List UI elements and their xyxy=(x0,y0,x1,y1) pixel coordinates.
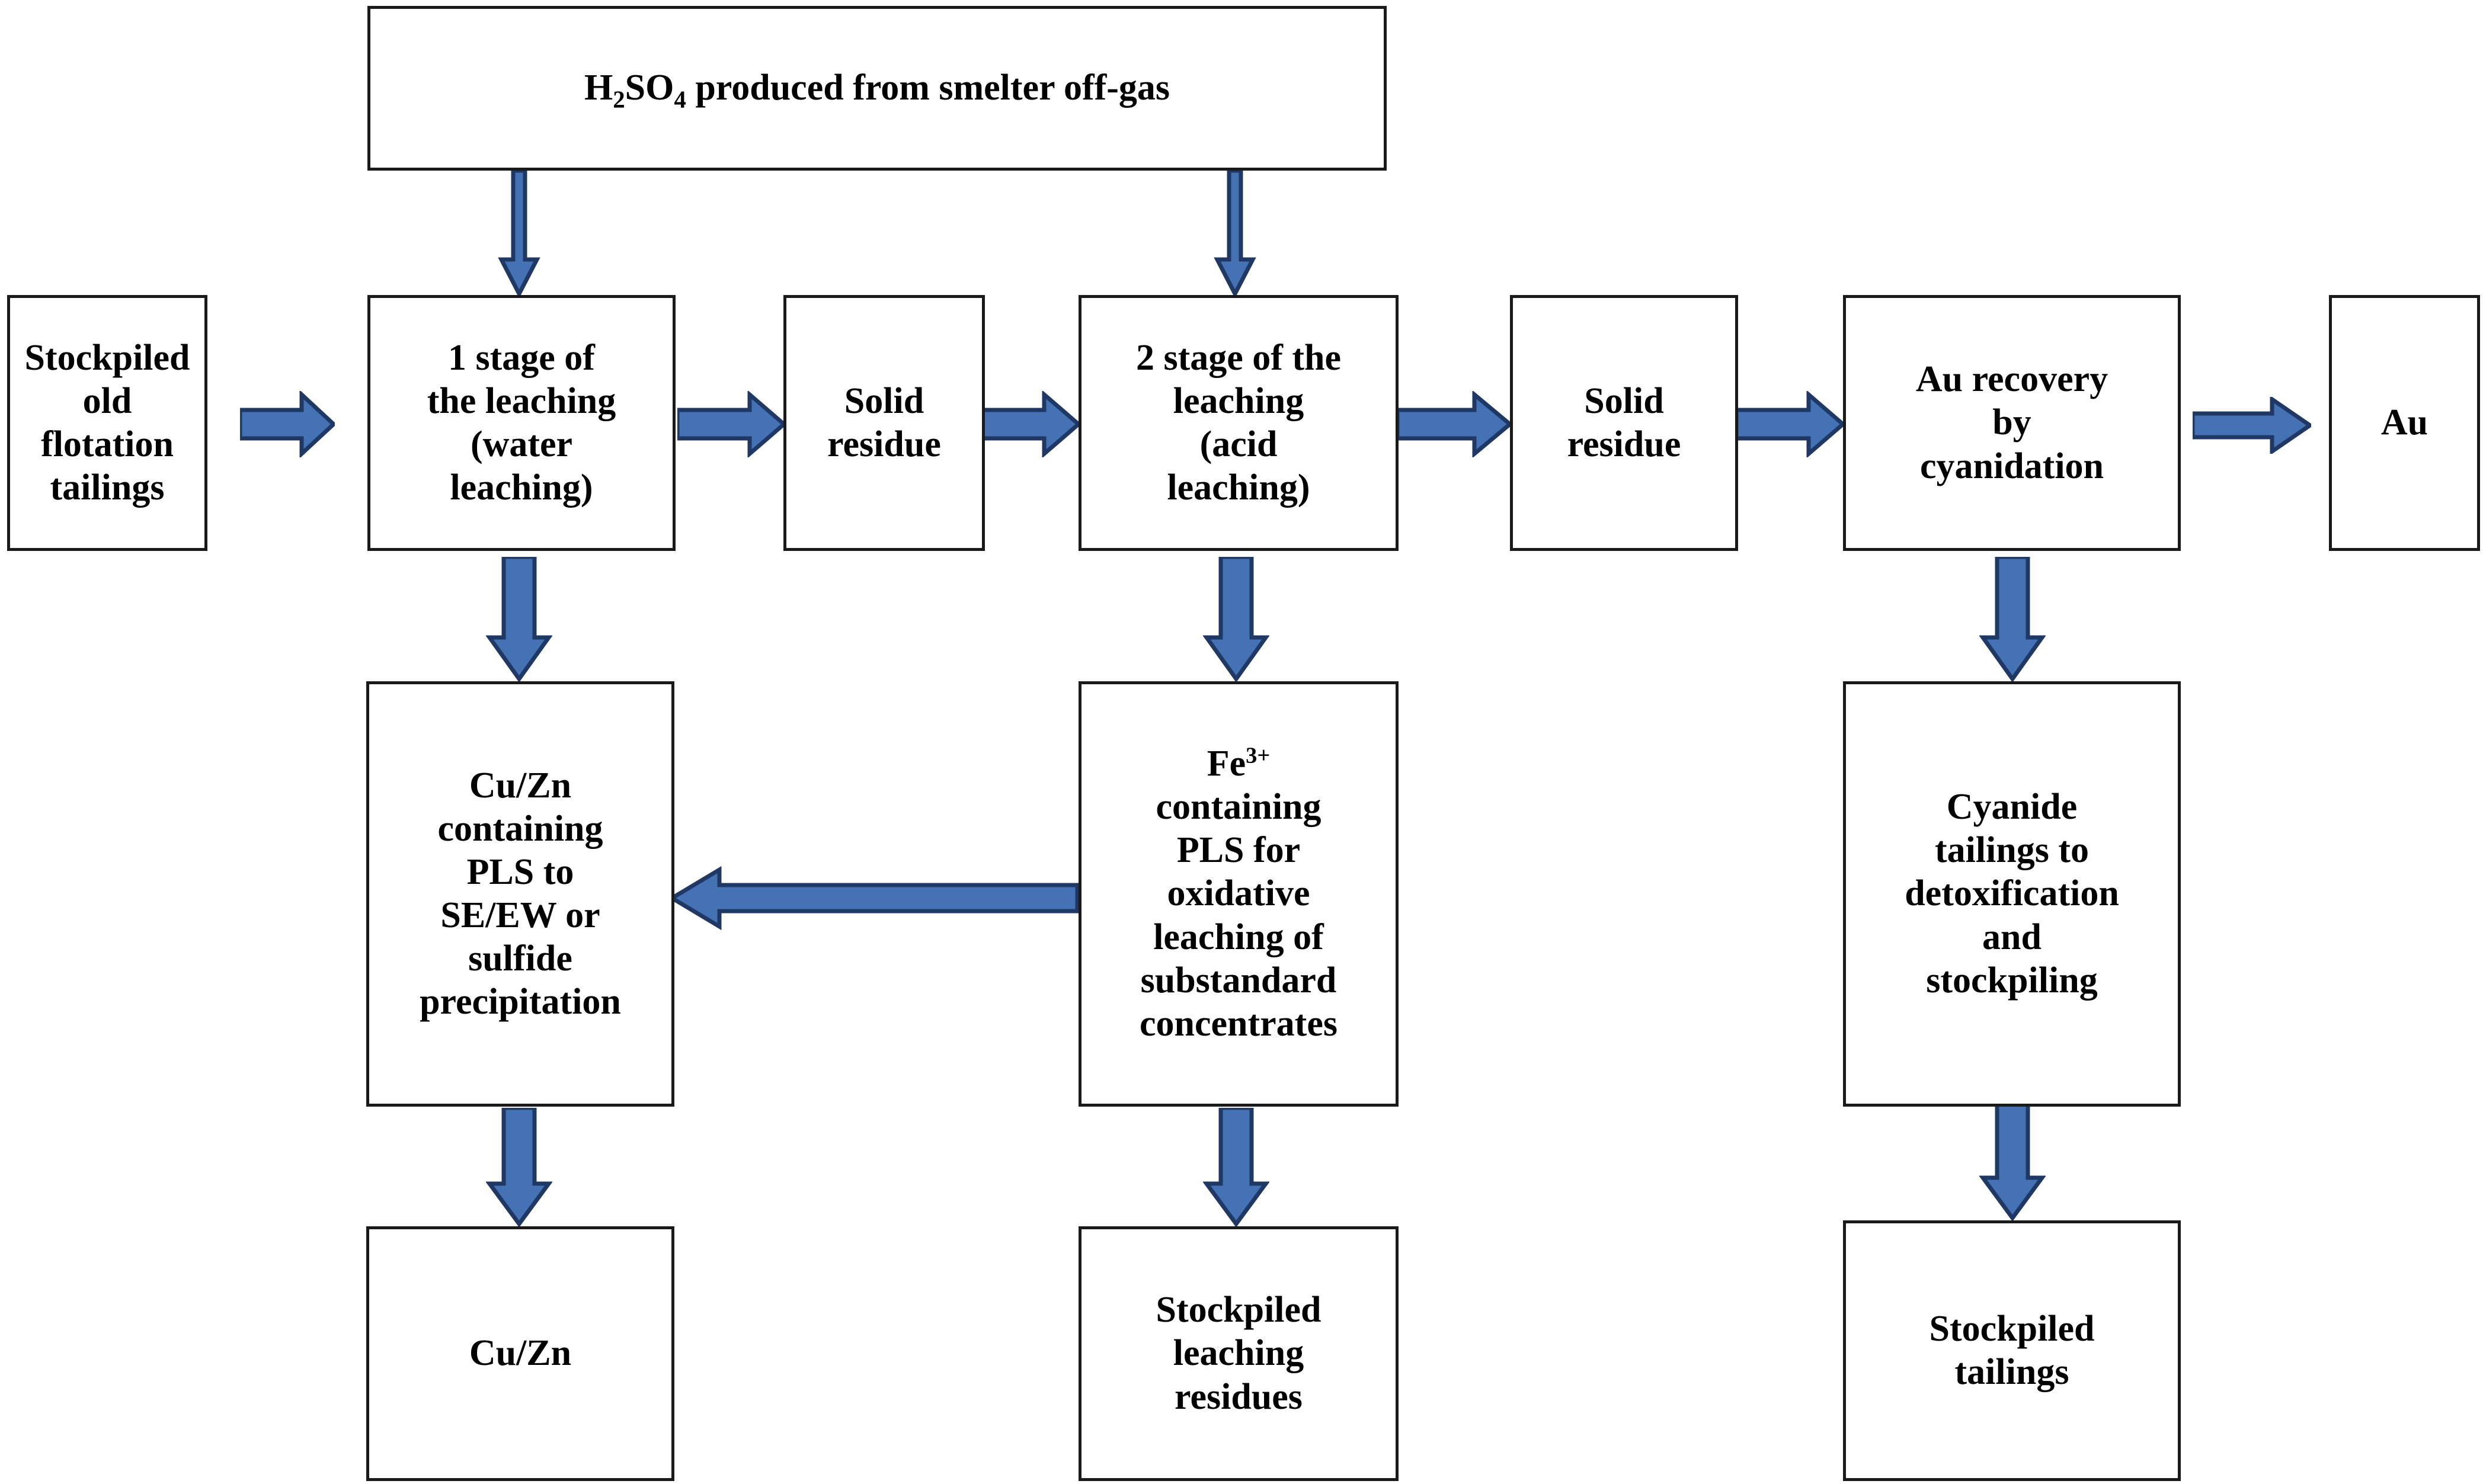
node-cyanide-tailings[interactable]: Cyanide tailings to detoxification and s… xyxy=(1843,681,2181,1107)
node-fe-pls-label: Fe3+ containing PLS for oxidative leachi… xyxy=(1140,743,1338,1044)
arrow-stage1-to-cuzn-pls xyxy=(486,557,552,681)
arrow-stage2-to-fe-pls xyxy=(1203,557,1269,681)
arrow-acid-to-stage1 xyxy=(498,171,540,295)
node-residue2[interactable]: Solid residue xyxy=(1510,295,1738,551)
node-cyanide-tailings-label: Cyanide tailings to detoxification and s… xyxy=(1905,787,2119,1001)
node-au-product[interactable]: Au xyxy=(2329,295,2480,551)
node-cuzn-product[interactable]: Cu/Zn xyxy=(366,1226,674,1481)
arrow-stage1-to-residue1 xyxy=(677,391,785,457)
node-cuzn-product-label: Cu/Zn xyxy=(469,1333,572,1374)
node-cuzn-pls-label: Cu/Zn containing PLS to SE/EW or sulfide… xyxy=(420,765,621,1023)
node-feed-label: Stockpiled old flotation tailings xyxy=(24,337,190,508)
node-stage2-label: 2 stage of the leaching (acid leaching) xyxy=(1135,337,1342,508)
node-cuzn-pls[interactable]: Cu/Zn containing PLS to SE/EW or sulfide… xyxy=(366,681,674,1107)
node-residue1[interactable]: Solid residue xyxy=(783,295,985,551)
node-au-recovery[interactable]: Au recovery by cyanidation xyxy=(1843,295,2181,551)
arrow-au-recovery-to-au xyxy=(2193,397,2311,454)
node-feed[interactable]: Stockpiled old flotation tailings xyxy=(7,295,207,551)
arrow-fe-pls-to-cuzn-pls xyxy=(670,865,1079,930)
node-stage1[interactable]: 1 stage of the leaching (water leaching) xyxy=(367,295,676,551)
arrow-fe-pls-to-leach-residues xyxy=(1203,1108,1269,1226)
node-acid-source-label: H2SO4 produced from smelter off-gas xyxy=(584,68,1170,113)
node-stockpiled-tailings-label: Stockpiled tailings xyxy=(1929,1308,2095,1392)
node-au-product-label: Au xyxy=(2380,402,2428,443)
arrow-stage2-to-residue2 xyxy=(1397,391,1511,457)
arrow-acid-to-stage2 xyxy=(1214,171,1256,295)
node-leach-residues-label: Stockpiled leaching residues xyxy=(1156,1290,1322,1417)
node-residue1-label: Solid residue xyxy=(827,380,941,464)
arrow-cuzn-pls-to-cuzn xyxy=(486,1108,552,1226)
arrow-residue2-to-au-recovery xyxy=(1736,391,1844,457)
node-residue2-label: Solid residue xyxy=(1567,380,1681,464)
node-fe-pls[interactable]: Fe3+ containing PLS for oxidative leachi… xyxy=(1079,681,1399,1107)
node-stage1-label: 1 stage of the leaching (water leaching) xyxy=(427,337,616,508)
node-stockpiled-tailings[interactable]: Stockpiled tailings xyxy=(1843,1220,2181,1481)
arrow-cyanide-tailings-to-stockpiled-tailings xyxy=(1979,1102,2046,1220)
node-au-recovery-label: Au recovery by cyanidation xyxy=(1915,359,2108,486)
arrow-au-recovery-to-cyanide-tailings xyxy=(1979,557,2046,681)
node-acid-source[interactable]: H2SO4 produced from smelter off-gas xyxy=(367,6,1387,171)
arrow-residue1-to-stage2 xyxy=(972,391,1080,457)
arrow-feed-to-stage1 xyxy=(240,391,335,457)
node-stage2[interactable]: 2 stage of the leaching (acid leaching) xyxy=(1079,295,1399,551)
node-leach-residues[interactable]: Stockpiled leaching residues xyxy=(1079,1226,1399,1481)
